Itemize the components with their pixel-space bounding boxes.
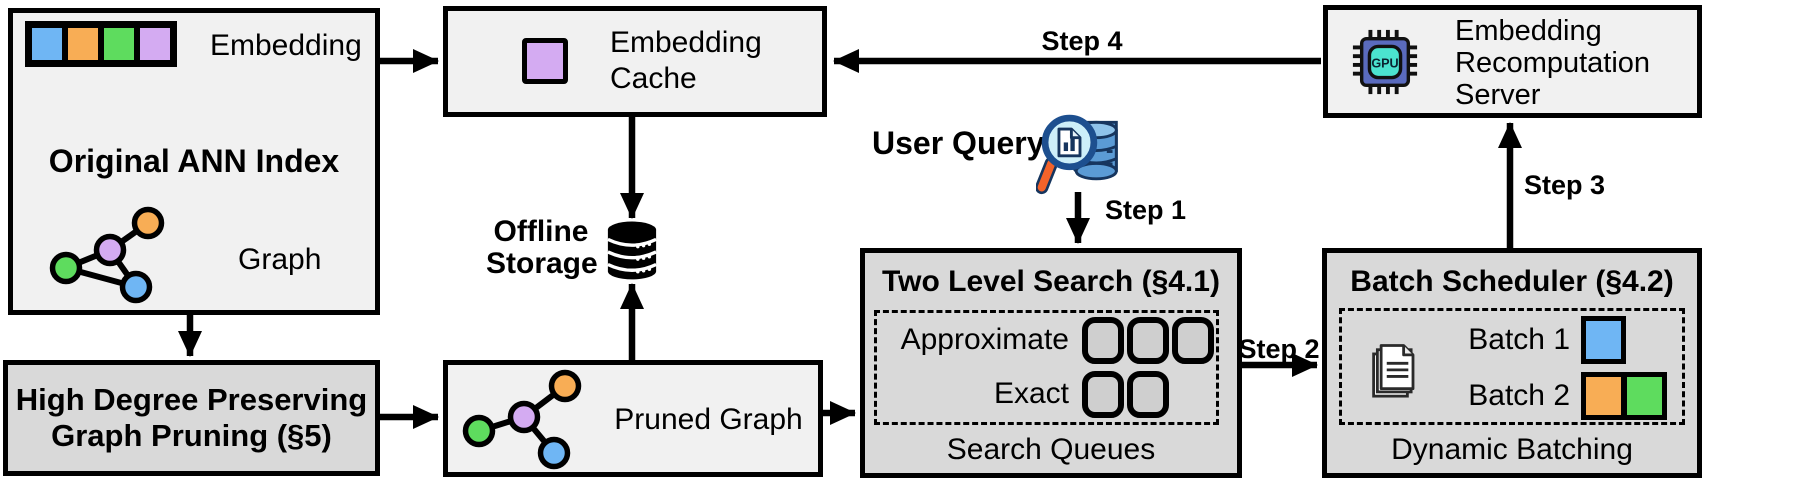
documents-icon	[1372, 344, 1415, 398]
embedding-cell-purple	[137, 25, 173, 63]
batch-scheduler-title: Batch Scheduler (§4.2)	[1350, 265, 1674, 298]
pruned-graph-label: Pruned Graph	[614, 403, 803, 436]
user-query-label: User Query	[872, 125, 1045, 161]
embedding-cache-label: Embedding Cache	[610, 26, 762, 95]
approximate-queue-row: Approximate	[877, 313, 1216, 367]
embedding-cell-blue	[29, 25, 65, 63]
embedding-vector-icon	[25, 21, 177, 67]
embedding-cell-orange	[65, 25, 101, 63]
batch-chip-blue	[1581, 316, 1626, 364]
graph-label: Graph	[238, 243, 322, 276]
user-query-icon	[1036, 114, 1118, 195]
two-level-search-title: Two Level Search (§4.1)	[882, 265, 1220, 298]
queue-slot	[1127, 316, 1169, 364]
gpu-chip-icon: GPU	[1352, 29, 1418, 95]
graph-node-blue	[119, 270, 153, 304]
graph-node-orange	[131, 206, 165, 240]
step-2-label: Step 2	[1238, 334, 1320, 364]
step-1-label: Step 1	[1105, 195, 1187, 225]
queue-slot	[1082, 370, 1124, 418]
search-queues-caption: Search Queues	[946, 433, 1156, 466]
cached-embedding-square	[522, 38, 568, 84]
embedding-cache-box: Embedding Cache	[443, 6, 827, 117]
graph-pruning-box: High Degree Preserving Graph Pruning (§5…	[3, 360, 380, 476]
gpu-die	[1367, 44, 1403, 80]
offline-storage-db-icon	[607, 221, 657, 280]
batch-2-label: Batch 2	[1468, 379, 1570, 412]
queue-slot	[1127, 370, 1169, 418]
original-graph-icon	[49, 206, 165, 304]
graph-node-green	[49, 251, 83, 285]
batch-chip-orange	[1581, 372, 1626, 420]
embedding-cell-green	[101, 25, 137, 63]
exact-label: Exact	[993, 377, 1069, 410]
approximate-slots	[1082, 316, 1214, 364]
original-ann-index-box: Embedding Original ANN Index Graph	[8, 8, 380, 315]
batch-1-row: Batch 1	[1438, 312, 1667, 368]
batch-2-row: Batch 2	[1438, 368, 1667, 424]
approximate-label: Approximate	[900, 323, 1069, 356]
graph-node-blue	[537, 436, 571, 470]
batch-1-label: Batch 1	[1468, 323, 1570, 356]
recomputation-server-label: Embedding Recomputation Server	[1455, 15, 1651, 111]
batch-rows: Batch 1 Batch 2	[1438, 312, 1667, 424]
queue-slot	[1172, 316, 1214, 364]
graph-node-purple	[507, 400, 541, 434]
graph-node-orange	[548, 369, 582, 403]
batch-1-chips	[1581, 316, 1626, 364]
exact-slots	[1082, 370, 1169, 418]
dynamic-batching-caption: Dynamic Batching	[1391, 433, 1633, 466]
embedding-label: Embedding	[210, 29, 362, 62]
step-4-label: Step 4	[1041, 26, 1123, 56]
gpu-text: GPU	[1371, 56, 1398, 70]
recomputation-server-box: GPU Embedding Recomputation Server	[1323, 5, 1702, 118]
exact-queue-row: Exact	[877, 367, 1216, 421]
graph-node-green	[462, 414, 496, 448]
batch-chip-green	[1622, 372, 1667, 420]
original-index-title: Original ANN Index	[48, 143, 340, 179]
two-level-search-box: Two Level Search (§4.1) Approximate Exac…	[860, 248, 1242, 478]
step-3-label: Step 3	[1524, 170, 1606, 200]
search-queues-dashed-box: Approximate Exact	[874, 310, 1219, 425]
graph-pruning-title: High Degree Preserving Graph Pruning (§5…	[15, 382, 368, 453]
graph-node-purple	[93, 233, 127, 267]
batch-scheduler-box: Batch Scheduler (§4.2) Batch 1	[1322, 248, 1702, 478]
pruned-graph-box: Pruned Graph	[443, 360, 823, 477]
magnifier-handle	[1036, 156, 1058, 195]
queue-slot	[1082, 316, 1124, 364]
offline-storage-label: Offline Storage	[486, 215, 598, 280]
magnifier-lens	[1041, 114, 1098, 171]
pruned-graph-icon	[462, 369, 582, 470]
dynamic-batching-dashed-box: Batch 1 Batch 2	[1339, 308, 1685, 425]
batch-2-chips	[1581, 372, 1667, 420]
